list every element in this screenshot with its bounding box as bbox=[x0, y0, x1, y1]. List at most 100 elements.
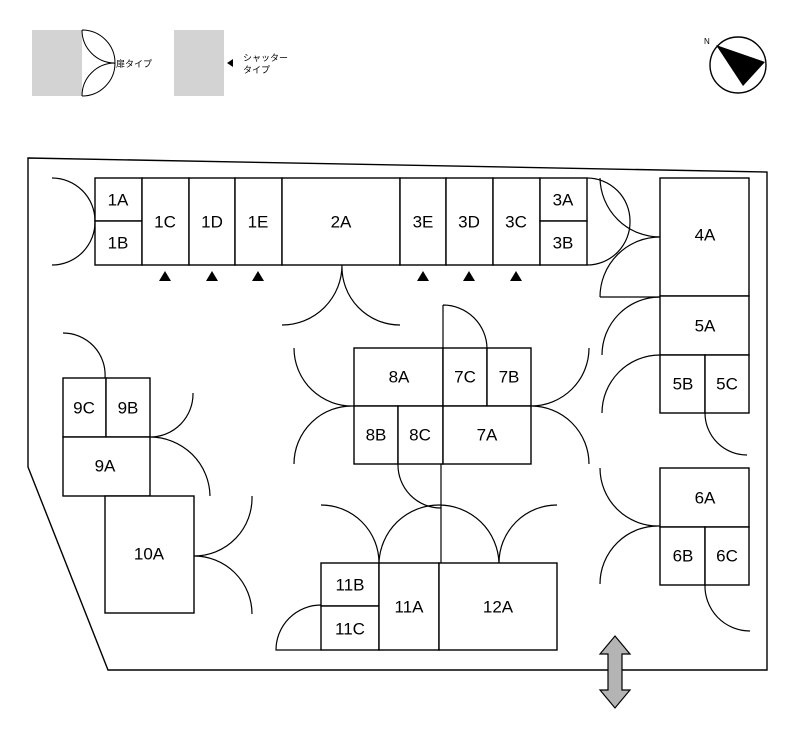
unit-5A[interactable]: 5A bbox=[659, 295, 750, 356]
compass: N bbox=[704, 36, 767, 94]
door-swing-arc bbox=[599, 177, 661, 298]
unit-5C[interactable]: 5C bbox=[704, 354, 750, 414]
shutter-triangle-icon bbox=[206, 271, 218, 281]
door-swing-arc bbox=[51, 177, 96, 266]
svg-text:10A: 10A bbox=[134, 545, 165, 564]
shutter-triangle-icon bbox=[227, 59, 233, 67]
svg-text:8C: 8C bbox=[409, 426, 431, 445]
svg-text:3E: 3E bbox=[413, 213, 434, 232]
door-type-swatch bbox=[32, 30, 82, 96]
unit-9C[interactable]: 9C bbox=[62, 377, 107, 438]
svg-text:1C: 1C bbox=[154, 213, 176, 232]
unit-11A[interactable]: 11A bbox=[378, 562, 440, 651]
door-type-label: 扉タイプ bbox=[116, 58, 152, 69]
svg-text:1D: 1D bbox=[201, 213, 223, 232]
door-swing-arc bbox=[320, 504, 558, 564]
svg-text:1E: 1E bbox=[248, 213, 269, 232]
unit-4A[interactable]: 4A bbox=[659, 177, 750, 297]
unit-6C[interactable]: 6C bbox=[704, 526, 750, 586]
svg-text:7B: 7B bbox=[499, 368, 520, 387]
legend: 扉タイプ シャッター タイプ bbox=[32, 29, 288, 97]
unit-11C[interactable]: 11C bbox=[320, 605, 380, 651]
unit-1C[interactable]: 1C bbox=[141, 177, 190, 266]
svg-text:8B: 8B bbox=[366, 426, 387, 445]
svg-text:11A: 11A bbox=[395, 598, 425, 617]
shutter-markers bbox=[159, 271, 522, 281]
svg-text:6B: 6B bbox=[673, 547, 694, 566]
unit-8B[interactable]: 8B bbox=[353, 405, 399, 465]
svg-text:11B: 11B bbox=[336, 576, 365, 595]
unit-11B[interactable]: 11B bbox=[320, 562, 380, 607]
unit-9B[interactable]: 9B bbox=[105, 377, 151, 438]
unit-8A[interactable]: 8A bbox=[353, 347, 444, 407]
svg-text:3A: 3A bbox=[553, 191, 574, 210]
svg-text:9A: 9A bbox=[95, 457, 116, 476]
svg-text:2A: 2A bbox=[331, 213, 352, 232]
unit-7C[interactable]: 7C bbox=[442, 347, 488, 407]
svg-text:4A: 4A bbox=[695, 226, 716, 245]
door-swing-arc bbox=[442, 304, 488, 349]
unit-1E[interactable]: 1E bbox=[234, 177, 283, 266]
compass-arrow-icon bbox=[716, 45, 765, 86]
svg-text:3D: 3D bbox=[458, 213, 480, 232]
unit-2A[interactable]: 2A bbox=[281, 177, 401, 266]
unit-8C[interactable]: 8C bbox=[397, 405, 444, 465]
shutter-type-swatch bbox=[174, 30, 224, 96]
unit-3D[interactable]: 3D bbox=[445, 177, 494, 266]
door-swing-arc bbox=[193, 495, 253, 615]
svg-text:5B: 5B bbox=[673, 375, 694, 394]
door-swings bbox=[51, 177, 751, 651]
door-swing-arc bbox=[586, 177, 631, 266]
shutter-triangle-icon bbox=[510, 271, 522, 281]
unit-3B[interactable]: 3B bbox=[539, 220, 588, 266]
svg-text:7C: 7C bbox=[454, 368, 476, 387]
unit-5B[interactable]: 5B bbox=[659, 354, 706, 414]
shutter-triangle-icon bbox=[159, 271, 171, 281]
unit-7B[interactable]: 7B bbox=[486, 347, 532, 407]
door-swing-arc bbox=[62, 332, 211, 497]
unit-3E[interactable]: 3E bbox=[399, 177, 447, 266]
unit-3A[interactable]: 3A bbox=[539, 177, 588, 222]
svg-text:6C: 6C bbox=[716, 547, 738, 566]
unit-1B[interactable]: 1B bbox=[94, 220, 143, 266]
shutter-triangle-icon bbox=[417, 271, 429, 281]
unit-7A[interactable]: 7A bbox=[442, 405, 532, 465]
door-swing-arc bbox=[293, 347, 355, 465]
unit-3C[interactable]: 3C bbox=[492, 177, 541, 266]
entrance-double-arrow-icon bbox=[598, 635, 632, 709]
svg-text:8A: 8A bbox=[389, 368, 410, 387]
unit-10A[interactable]: 10A bbox=[104, 495, 195, 614]
svg-text:11C: 11C bbox=[335, 620, 365, 639]
unit-6A[interactable]: 6A bbox=[659, 467, 750, 528]
door-swing-arc bbox=[599, 467, 751, 632]
svg-text:12A: 12A bbox=[483, 598, 514, 617]
svg-text:9C: 9C bbox=[73, 399, 95, 418]
shutter-triangle-icon bbox=[463, 271, 475, 281]
unit-1D[interactable]: 1D bbox=[188, 177, 236, 266]
shutter-type-label-line2: タイプ bbox=[243, 65, 270, 75]
shutter-type-label-line1: シャッター bbox=[243, 53, 288, 63]
unit-9A[interactable]: 9A bbox=[62, 436, 151, 497]
svg-text:5A: 5A bbox=[695, 317, 716, 336]
door-swing-arc bbox=[281, 264, 401, 326]
shutter-triangle-icon bbox=[252, 271, 264, 281]
svg-text:9B: 9B bbox=[118, 399, 139, 418]
units: 1A 1B 1C 1D 1E 2A 3E 3D 3C 3A 3B 4A 5A 5… bbox=[62, 177, 750, 651]
unit-12A[interactable]: 12A bbox=[438, 562, 558, 651]
svg-text:3B: 3B bbox=[553, 234, 574, 253]
door-swing-arc bbox=[601, 296, 748, 456]
svg-text:1A: 1A bbox=[108, 191, 129, 210]
compass-north-label: N bbox=[704, 37, 710, 46]
svg-text:7A: 7A bbox=[477, 426, 498, 445]
unit-1A[interactable]: 1A bbox=[94, 177, 143, 222]
svg-text:3C: 3C bbox=[505, 213, 527, 232]
door-type-swing-icon bbox=[81, 29, 116, 97]
svg-text:5C: 5C bbox=[716, 375, 738, 394]
svg-text:6A: 6A bbox=[695, 489, 716, 508]
svg-text:1B: 1B bbox=[108, 234, 129, 253]
door-swing-arc bbox=[397, 463, 442, 563]
door-swing-arc bbox=[530, 347, 590, 465]
unit-6B[interactable]: 6B bbox=[659, 526, 706, 586]
site-boundary bbox=[27, 157, 768, 671]
